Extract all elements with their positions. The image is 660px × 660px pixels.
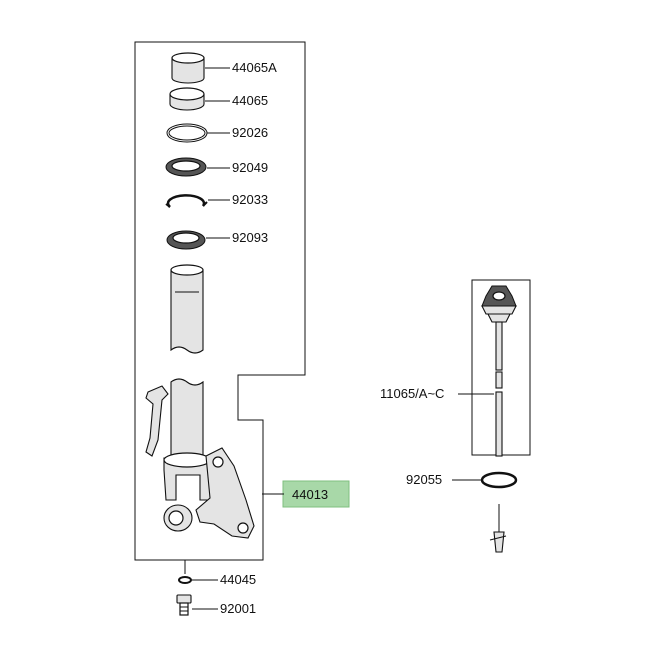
fork-assembly-outline [134,41,306,561]
bolt-92001-part [176,594,192,616]
label-44065[interactable]: 44065 [232,93,268,108]
label-92093[interactable]: 92093 [232,230,268,245]
washer-92026-part [166,123,208,143]
inner-tube-upper-part [170,264,204,354]
damper-rod-11065-part [481,285,517,457]
o-ring-92055-part [480,471,518,489]
oil-seal-92049-part [165,157,207,177]
snap-ring-92033-part [165,194,208,208]
label-92033[interactable]: 92033 [232,192,268,207]
label-92049[interactable]: 92049 [232,160,268,175]
label-44045[interactable]: 44045 [220,572,256,587]
fork-leg-44013-part [145,378,255,539]
label-44013-highlight [282,480,350,508]
cartridge-assembly-outline [471,279,531,456]
label-44013[interactable]: 44013 [292,487,328,502]
label-44065a[interactable]: 44065A [232,60,277,75]
bushing-44065-part [169,87,205,111]
bushing-44065a-part [171,52,205,84]
label-11065[interactable]: 11065/A~C [380,386,444,401]
dust-seal-92093-part [166,230,206,250]
rod-lower-end-part [489,504,507,553]
washer-44045-part [178,576,192,584]
label-92001[interactable]: 92001 [220,601,256,616]
label-92055[interactable]: 92055 [406,472,442,487]
label-92026[interactable]: 92026 [232,125,268,140]
